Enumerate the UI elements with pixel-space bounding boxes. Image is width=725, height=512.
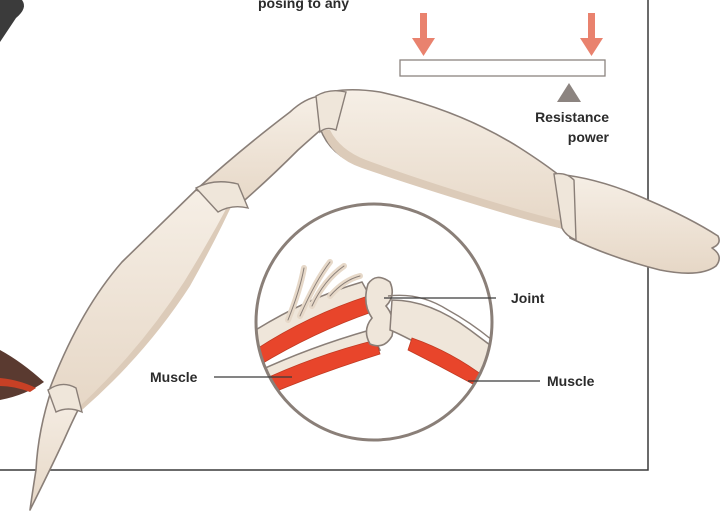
resistance-label-line2: power [568,129,610,145]
top-caption-fragment: posing to any [258,0,349,11]
resistance-label-line1: Resistance [535,109,609,125]
force-arrow-right [580,13,603,56]
muscle-right-label: Muscle [547,373,595,389]
load-bar [400,60,605,76]
left-edge-shape-top [0,0,24,42]
left-edge-shape-bottom [0,350,44,400]
resistance-triangle [557,83,581,102]
muscle-left-label: Muscle [150,369,198,385]
force-arrow-left [412,13,435,56]
leg-lower-segment [50,188,236,408]
central-joint-knot [366,277,393,345]
joint-label: Joint [511,290,545,306]
leg-tip-segment [556,174,719,273]
